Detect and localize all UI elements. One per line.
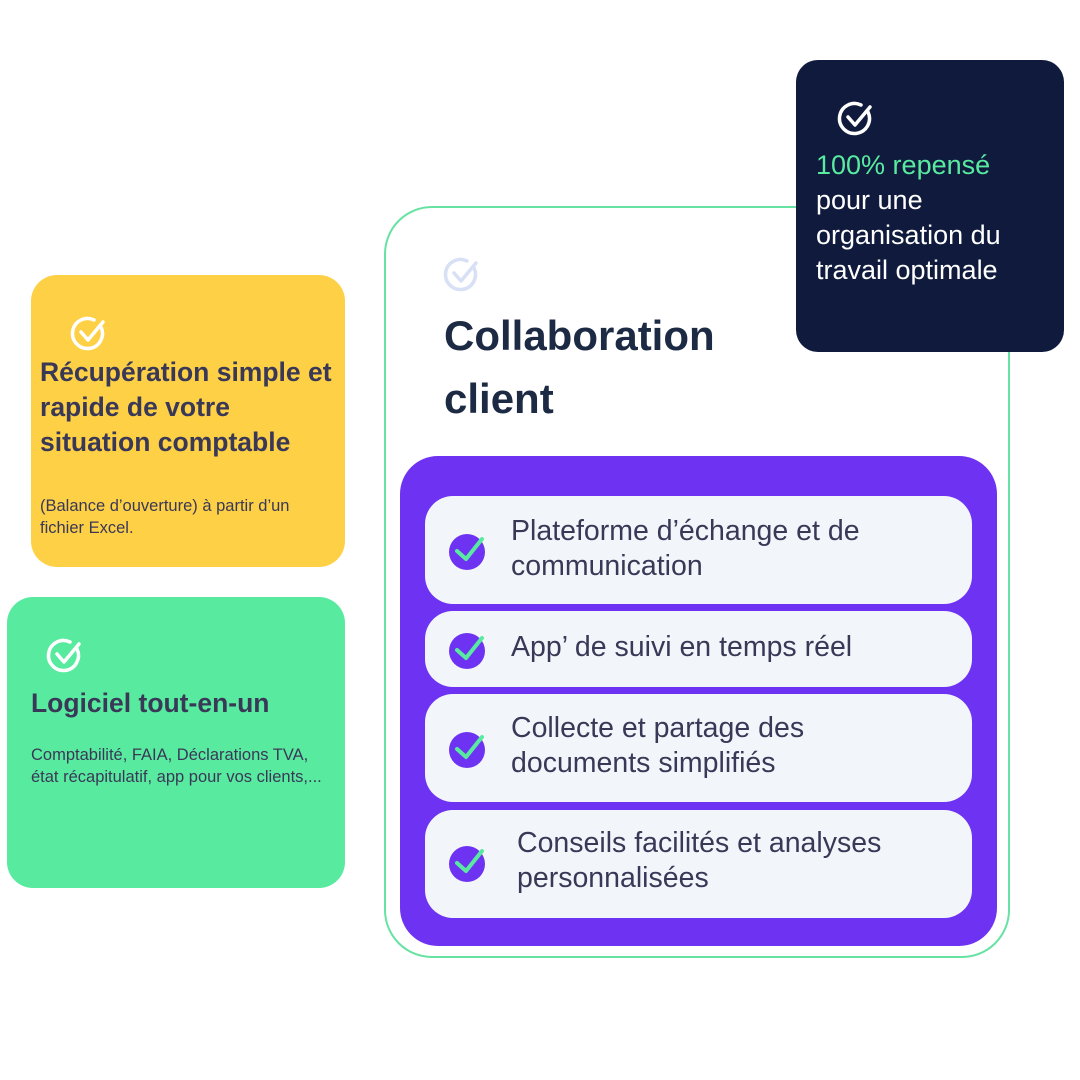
card-logiciel: Logiciel tout-en-un Comptabilité, FAIA, …: [7, 597, 345, 888]
list-item-label: Plateforme d’échange et de communication: [511, 515, 860, 582]
card-description: (Balance d’ouverture) à partir d’un fich…: [40, 497, 290, 537]
card-repense: 100% repensé pour une organisation du tr…: [796, 60, 1064, 352]
card-description: pour une organisation du travail optimal…: [816, 185, 1001, 285]
card-title: Récupération simple et rapide de votre s…: [40, 357, 332, 457]
features-panel: Plateforme d’échange et de communication…: [400, 456, 997, 946]
check-circle-filled-icon: [449, 633, 485, 669]
check-circle-filled-icon: [449, 732, 485, 768]
card-recuperation: Récupération simple et rapide de votre s…: [31, 275, 345, 567]
check-circle-filled-icon: [449, 846, 485, 882]
list-item: Conseils facilités et analyses personnal…: [425, 810, 972, 918]
check-circle-icon: [443, 257, 478, 292]
list-item: Collecte et partage des documents simpli…: [425, 694, 972, 802]
section-title: Collaboration client: [444, 312, 715, 422]
check-circle-icon: [46, 638, 81, 673]
list-item-label: App’ de suivi en temps réel: [511, 631, 853, 663]
list-item: Plateforme d’échange et de communication: [425, 496, 972, 604]
list-item: App’ de suivi en temps réel: [425, 611, 972, 687]
highlight-text: 100% repensé: [816, 150, 991, 180]
card-description: Comptabilité, FAIA, Déclarations TVA, ét…: [31, 746, 322, 786]
list-item-label: Conseils facilités et analyses personnal…: [517, 827, 882, 894]
check-circle-icon: [70, 316, 105, 351]
check-circle-icon: [837, 101, 872, 136]
check-circle-filled-icon: [449, 534, 485, 570]
list-item-label: Collecte et partage des documents simpli…: [511, 712, 805, 779]
card-title: Logiciel tout-en-un: [31, 688, 270, 718]
